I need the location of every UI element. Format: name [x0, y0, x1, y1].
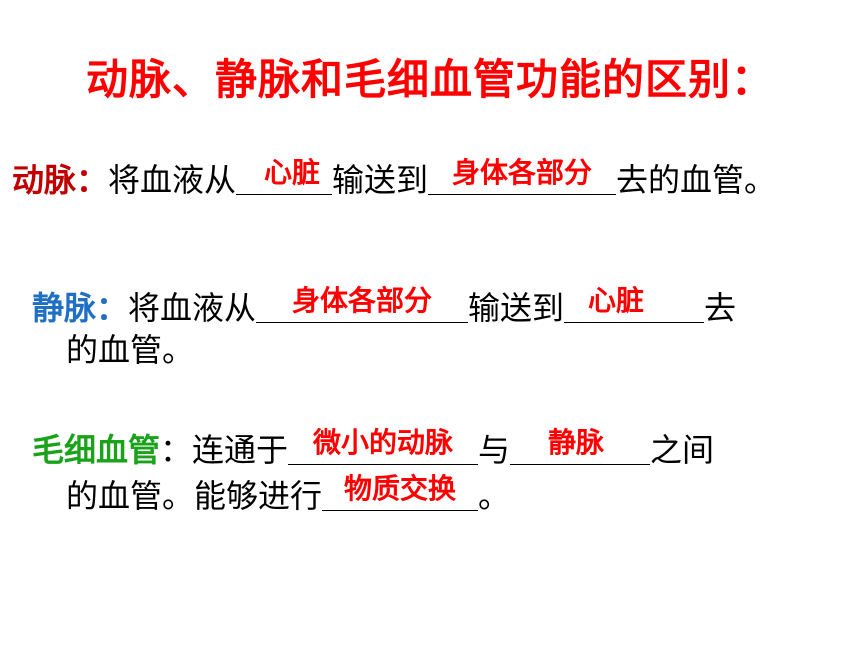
artery-answer-1: 心脏 [264, 156, 321, 189]
capillary-text-4: 的血管。能够进行 [66, 477, 323, 515]
vein-text-2: 输送到 [468, 289, 565, 327]
vein-definition-continued: 的血管。 [66, 330, 194, 370]
artery-definition: 动脉：将血液从心脏输送到身体各部分去的血管。 [12, 156, 777, 200]
vein-answer-2: 心脏 [588, 284, 645, 317]
artery-blank-1: 心脏 [236, 156, 333, 195]
artery-text-1: 将血液从 [108, 161, 237, 199]
capillary-definition-continued: 的血管。能够进行物质交换。 [66, 472, 511, 516]
artery-text-2: 输送到 [332, 161, 429, 199]
artery-blank-2: 身体各部分 [428, 156, 617, 195]
capillary-text-2: 与 [478, 431, 511, 469]
vein-answer-1: 身体各部分 [292, 284, 433, 317]
page-title: 动脉、静脉和毛细血管功能的区别： [85, 55, 774, 104]
artery-text-3: 去的血管。 [616, 161, 777, 199]
vein-text-4: 的血管。 [66, 331, 195, 369]
vein-definition: 静脉：将血液从 身体各部分 输送到心脏 去 [32, 284, 737, 328]
capillary-blank-2: 静脉 [510, 426, 651, 465]
capillary-text-5: 。 [478, 477, 511, 515]
artery-term: 动脉： [12, 161, 109, 199]
artery-answer-2: 身体各部分 [452, 156, 593, 189]
vein-blank-1: 身体各部分 [256, 284, 469, 323]
vein-text-1: 将血液从 [128, 289, 257, 327]
capillary-text-1: ：连通于 [160, 431, 289, 469]
vein-blank-2: 心脏 [564, 284, 705, 323]
vein-text-3: 去 [704, 289, 737, 327]
capillary-term: 毛细血管 [32, 431, 161, 469]
vein-term: 静脉： [32, 289, 129, 327]
capillary-answer-1: 微小的动脉 [313, 426, 454, 459]
capillary-blank-1: 微小的动脉 [288, 426, 479, 465]
capillary-definition: 毛细血管：连通于微小的动脉与 静脉 之间 [32, 426, 715, 470]
capillary-answer-3: 物质交换 [344, 472, 457, 505]
capillary-answer-2: 静脉 [548, 426, 605, 459]
capillary-text-3: 之间 [650, 431, 715, 469]
capillary-blank-3: 物质交换 [322, 472, 479, 511]
